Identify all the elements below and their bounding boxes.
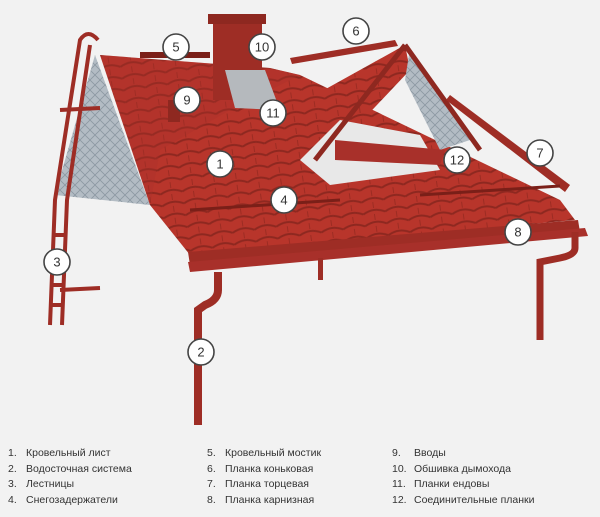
svg-text:1: 1 xyxy=(216,157,223,172)
legend-column-2: 5.Кровельный мостик 6.Планка коньковая 7… xyxy=(207,446,321,508)
callout-3: 3 xyxy=(43,248,71,276)
legend-item: 4.Снегозадержатели xyxy=(8,493,118,506)
callout-8: 8 xyxy=(504,218,532,246)
callout-4: 4 xyxy=(270,186,298,214)
callout-6: 6 xyxy=(342,17,370,45)
legend-item: 1.Кровельный лист xyxy=(8,447,111,459)
callout-2: 2 xyxy=(187,338,215,366)
legend-item: 5.Кровельный мостик xyxy=(207,447,322,459)
callout-1: 1 xyxy=(206,150,234,178)
callout-5: 5 xyxy=(162,33,190,61)
downpipe-right xyxy=(536,232,579,340)
chimney-flashing xyxy=(225,70,280,110)
ladder xyxy=(48,32,101,326)
svg-text:2: 2 xyxy=(197,345,204,360)
legend-column-3: 9.Вводы 10.Обшивка дымохода 11.Планки ен… xyxy=(392,446,534,508)
legend: 1.Кровельный лист 2.Водосточная система … xyxy=(0,440,600,517)
gutter xyxy=(188,228,588,272)
left-gable-sheathing xyxy=(55,55,150,205)
svg-text:9: 9 xyxy=(183,93,190,108)
legend-item: 11.Планки ендовы xyxy=(392,478,490,490)
legend-item: 12.Соединительные планки xyxy=(392,493,535,506)
svg-text:6: 6 xyxy=(352,24,359,39)
callout-7: 7 xyxy=(526,139,554,167)
callout-10: 10 xyxy=(248,33,276,61)
callout-9: 9 xyxy=(173,86,201,114)
svg-text:10: 10 xyxy=(255,40,269,55)
snow-guard xyxy=(189,198,341,212)
callout-11: 11 xyxy=(259,99,287,127)
svg-text:3: 3 xyxy=(53,255,60,270)
svg-text:7: 7 xyxy=(536,146,543,161)
legend-item: 7.Планка торцевая xyxy=(207,478,309,490)
svg-text:12: 12 xyxy=(450,153,464,168)
roof-diagram: 1 2 3 4 5 6 7 8 9 10 11 12 xyxy=(43,14,588,425)
legend-item: 8.Планка карнизная xyxy=(207,493,315,506)
ridge-plank xyxy=(290,40,398,64)
svg-text:11: 11 xyxy=(266,106,280,121)
svg-text:4: 4 xyxy=(280,193,287,208)
svg-text:8: 8 xyxy=(514,225,521,240)
legend-item: 9.Вводы xyxy=(392,447,446,459)
svg-text:5: 5 xyxy=(172,40,179,55)
legend-item: 10.Обшивка дымохода xyxy=(392,462,511,475)
legend-item: 2.Водосточная система xyxy=(8,462,132,475)
callout-12: 12 xyxy=(443,146,471,174)
connection-plate xyxy=(335,140,445,165)
legend-column-1: 1.Кровельный лист 2.Водосточная система … xyxy=(8,446,132,508)
downpipe-left xyxy=(194,272,222,425)
legend-item: 3.Лестницы xyxy=(8,478,75,490)
legend-item: 6.Планка коньковая xyxy=(207,462,314,475)
end-plank xyxy=(446,95,570,192)
dormer-metal-side xyxy=(405,48,470,150)
